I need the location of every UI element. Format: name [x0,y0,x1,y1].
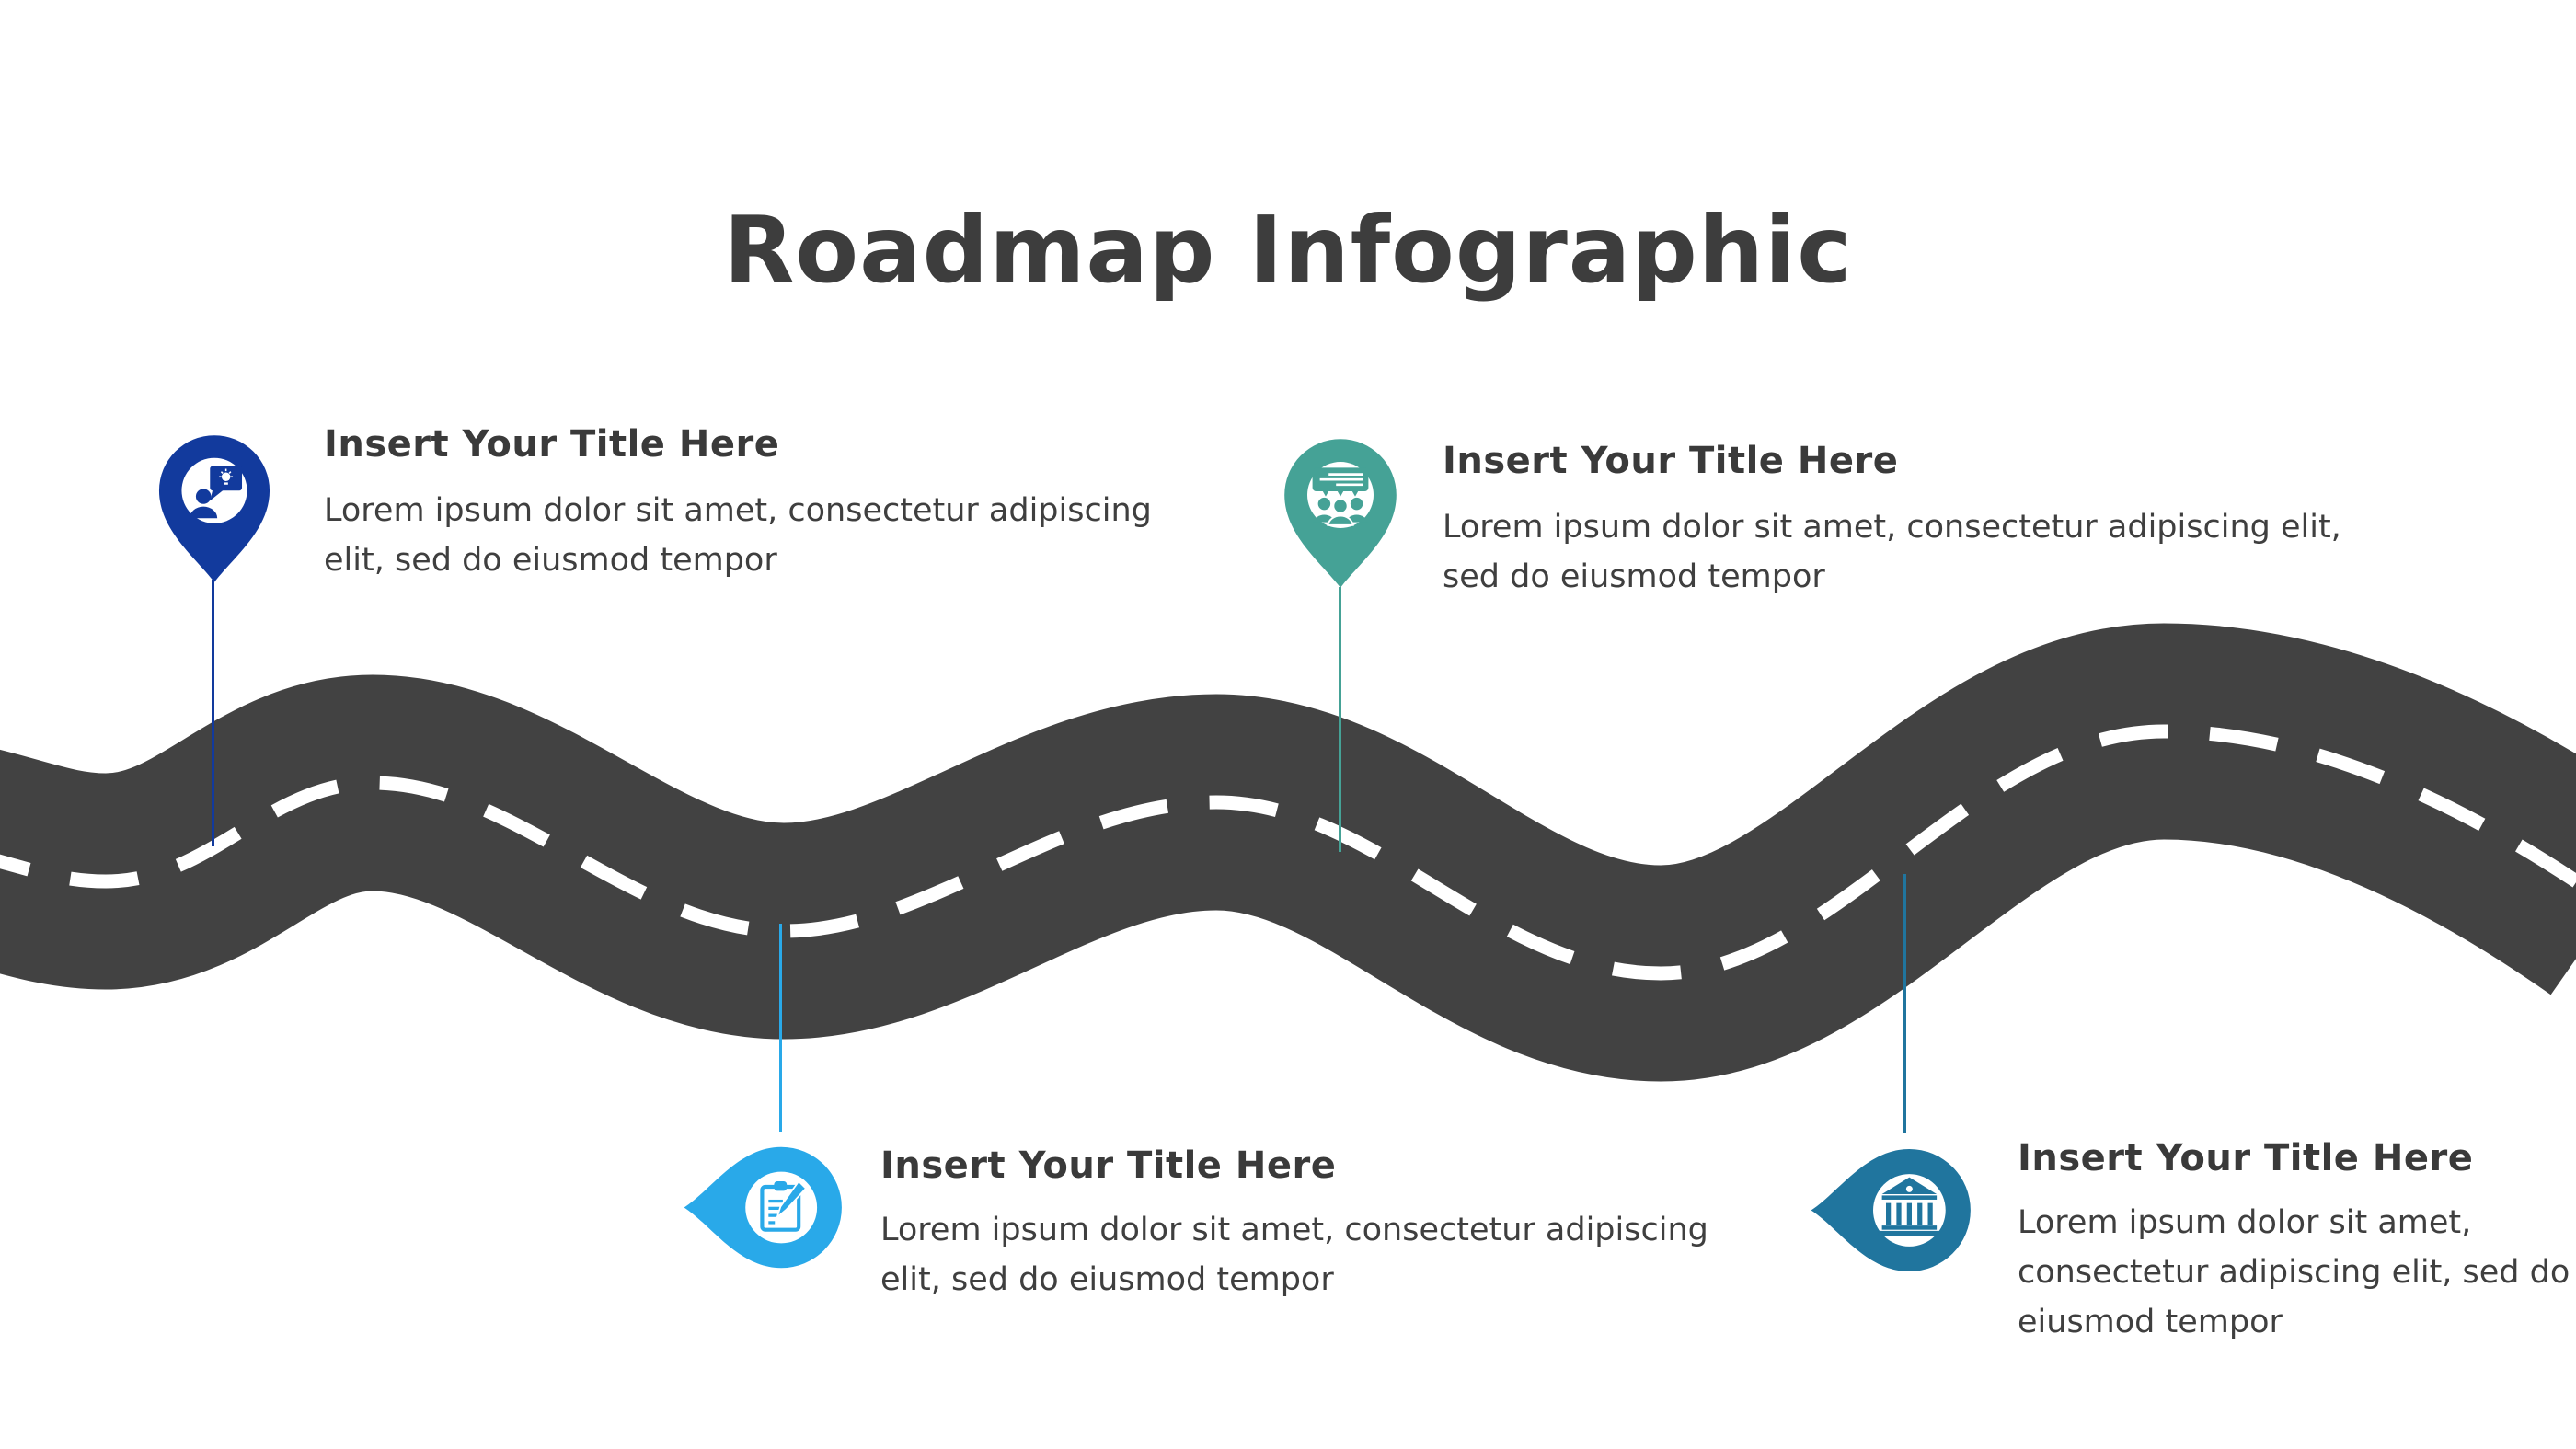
milestone-description: Lorem ipsum dolor sit amet, consectetur … [2018,1204,2570,1340]
map-pin-left-icon [684,1146,842,1269]
presentation-audience-icon [1312,467,1369,526]
connector-line [1903,874,1906,1133]
connector-line [1339,587,1341,852]
bank-building-icon [1878,1177,1941,1236]
clipboard-pencil-icon [760,1179,808,1232]
connector-line [212,580,214,846]
milestone-title: Insert Your Title Here [324,423,780,466]
map-pin-down-icon [1284,439,1397,588]
milestone-description: Lorem ipsum dolor sit amet, consectetur … [1443,509,2341,595]
road-surface [0,623,2576,1082]
milestone-title: Insert Your Title Here [1443,440,1899,482]
milestone-description: Lorem ipsum dolor sit amet, consectetur … [324,492,1152,579]
milestone-description: Lorem ipsum dolor sit amet, consectetur … [880,1212,1708,1298]
milestone-title: Insert Your Title Here [880,1144,1337,1187]
map-pin-left-icon [1811,1149,1971,1271]
page-title: Roadmap Infographic [723,196,1853,304]
person-idea-icon [190,466,243,519]
map-pin-down-icon [158,435,270,582]
milestone-title: Insert Your Title Here [2018,1137,2474,1179]
road-center-dashes [0,724,2576,981]
connector-line [779,924,782,1132]
